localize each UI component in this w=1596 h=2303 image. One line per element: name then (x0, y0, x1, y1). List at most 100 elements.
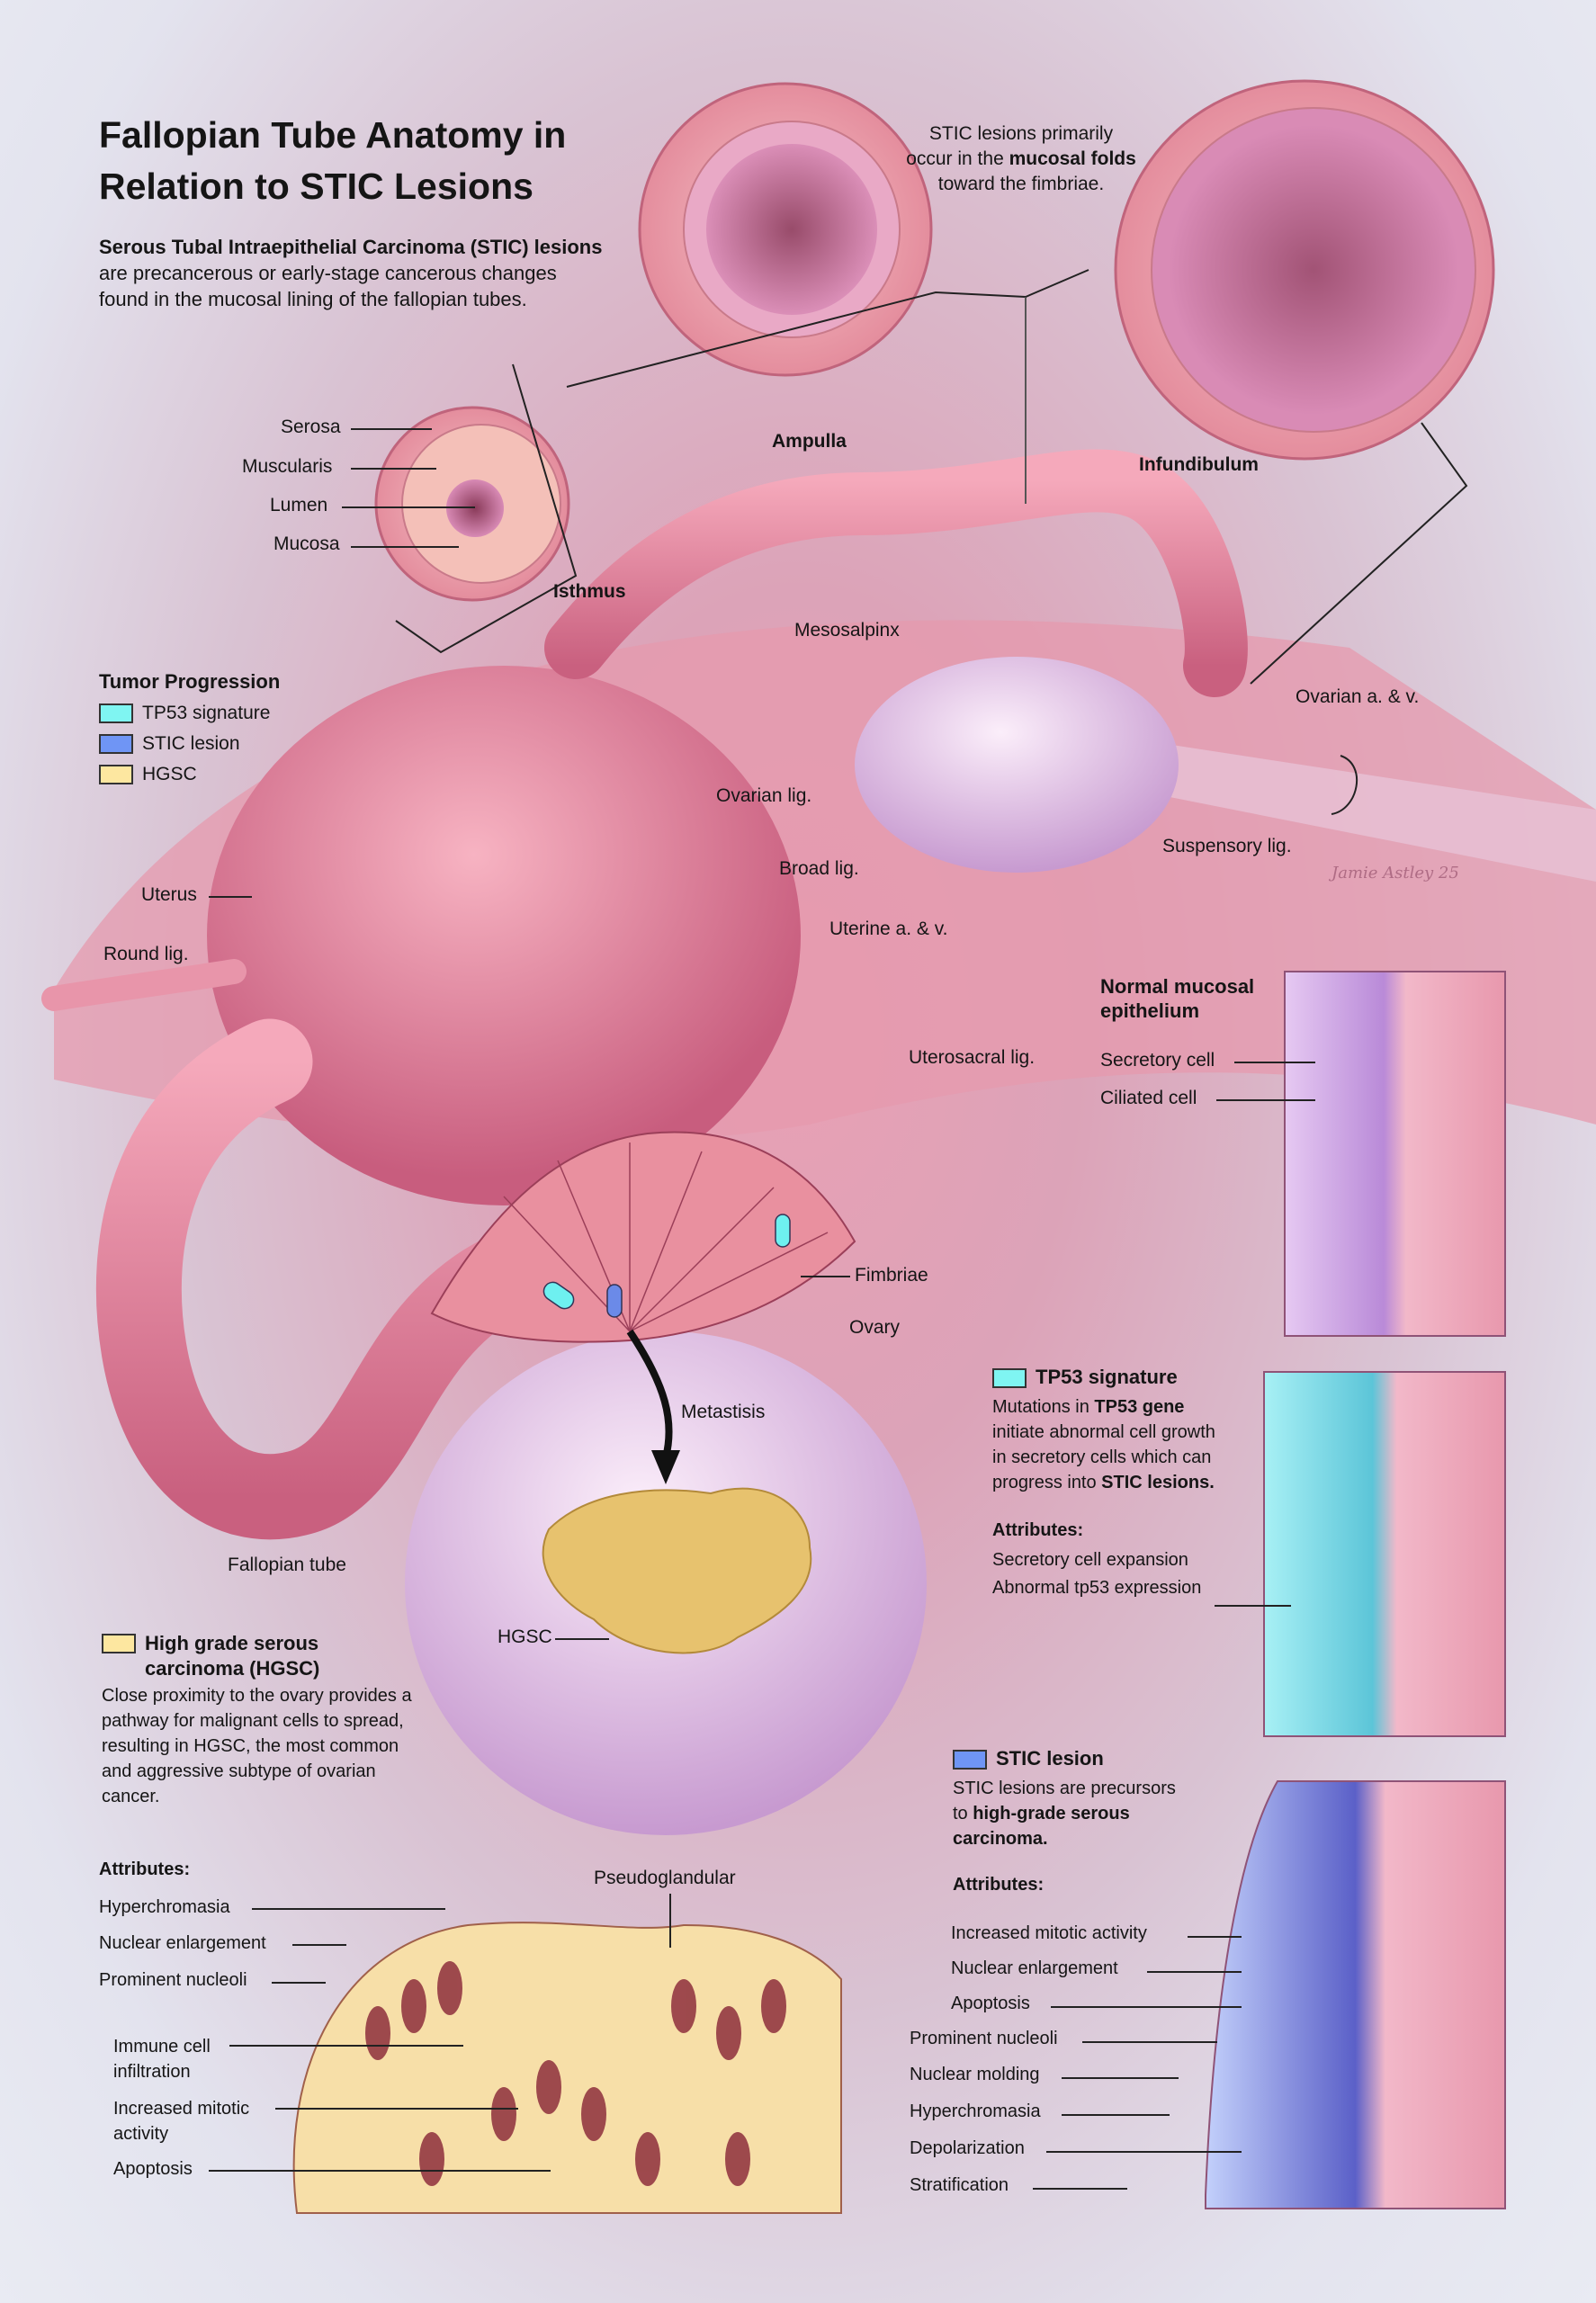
label-metastasis: Metastisis (681, 1402, 766, 1422)
leader-pseudoglandular (669, 1894, 671, 1948)
tp53-attributes-title: Attributes: (992, 1520, 1084, 1540)
legend-label: STIC lesion (142, 733, 240, 754)
leader-fimbriae (801, 1276, 850, 1277)
label-fimbriae: Fimbriae (855, 1265, 928, 1286)
legend-item-tp53: TP53 signature (99, 703, 280, 724)
mucosal-folds-callout: STIC lesions primarily occur in the muco… (904, 121, 1138, 197)
stic-heading-text: STIC lesion (996, 1747, 1104, 1770)
label-uterus: Uterus (141, 884, 197, 905)
leader-secretory-expansion (1215, 1605, 1291, 1607)
leader-stic (1046, 2151, 1242, 2153)
stic-attribute: Apoptosis (951, 1994, 1030, 2013)
label-mesosalpinx: Mesosalpinx (794, 620, 900, 641)
label-ampulla: Ampulla (772, 431, 847, 452)
hgsc-heading-text: High grade serous carcinoma (HGSC) (145, 1632, 320, 1680)
leader-ciliated-cell (1216, 1099, 1315, 1101)
hgsc-panel: High grade serous carcinoma (HGSC) Close… (102, 1631, 426, 1809)
label-fallopian-tube: Fallopian tube (228, 1555, 346, 1575)
legend-label: HGSC (142, 764, 197, 784)
callout-text: STIC lesions primarily occur in the (906, 123, 1114, 169)
label-muscularis: Muscularis (242, 456, 333, 477)
hgsc-attribute: Apoptosis (113, 2159, 193, 2179)
hgsc-attribute: Immune cell infiltration (113, 2037, 211, 2082)
tp53-bold: TP53 gene (1094, 1397, 1185, 1417)
hgsc-attribute: Increased mitotic activity (113, 2099, 250, 2144)
tp53-attribute: Abnormal tp53 expression (992, 1578, 1202, 1598)
legend-item-stic: STIC lesion (99, 733, 280, 755)
leader-hgsc-attr (275, 2108, 518, 2110)
intro-text: Serous Tubal Intraepithelial Carcinoma (… (99, 234, 603, 312)
hgsc-attribute: Hyperchromasia (99, 1897, 230, 1917)
stic-bold: high-grade serous carcinoma. (953, 1804, 1130, 1849)
stic-swatch-icon (953, 1750, 987, 1770)
label-broad-lig: Broad lig. (779, 858, 859, 879)
hgsc-attribute: Nuclear enlargement (99, 1933, 266, 1953)
label-ovarian-lig: Ovarian lig. (716, 785, 812, 806)
tp53-text: initiate abnormal cell growth in secreto… (992, 1422, 1215, 1492)
tp53-bold: STIC lesions. (1101, 1473, 1215, 1492)
page-title: Fallopian Tube Anatomy in Relation to ST… (99, 114, 567, 207)
label-infundibulum: Infundibulum (1139, 454, 1259, 475)
tp53-text: Mutations in (992, 1397, 1095, 1417)
tp53-heading: TP53 signature (992, 1366, 1226, 1389)
leader-stic (1051, 2006, 1242, 2008)
hgsc-swatch-icon (102, 1634, 136, 1653)
leader-hgsc-attr (272, 1982, 326, 1984)
label-ciliated-cell: Ciliated cell (1100, 1088, 1197, 1108)
legend-item-hgsc: HGSC (99, 764, 280, 785)
hgsc-attribute: Prominent nucleoli (99, 1970, 247, 1990)
label-ovary: Ovary (849, 1317, 901, 1338)
hgsc-swatch-icon (99, 765, 133, 785)
label-lumen: Lumen (270, 495, 328, 515)
leader-stic (1082, 2041, 1217, 2043)
label-hgsc: HGSC (498, 1626, 552, 1647)
stic-heading: STIC lesion (953, 1747, 1223, 1770)
leader-stic (1062, 2077, 1179, 2079)
stic-attributes-title: Attributes: (953, 1875, 1045, 1895)
leader-hgsc (555, 1638, 609, 1640)
stic-attribute: Hyperchromasia (910, 2101, 1041, 2121)
label-mucosa: Mucosa (273, 533, 340, 554)
label-pseudoglandular: Pseudoglandular (594, 1868, 736, 1888)
leader-lumen (342, 506, 475, 508)
leader-serosa (351, 428, 432, 430)
label-uterine-av: Uterine a. & v. (829, 919, 948, 939)
stic-swatch-icon (99, 734, 133, 755)
leader-stic (1147, 1971, 1242, 1973)
leader-hgsc-attr (209, 2170, 551, 2172)
leader-uterus (209, 896, 252, 898)
label-ovarian-av: Ovarian a. & v. (1296, 686, 1420, 707)
stic-panel: STIC lesion STIC lesions are precursors … (953, 1747, 1223, 1895)
leader-hgsc-attr (292, 1944, 346, 1946)
tumor-progression-legend: Tumor Progression TP53 signature STIC le… (99, 670, 280, 785)
stic-description: STIC lesions are precursors to high-grad… (953, 1776, 1187, 1851)
stic-attribute: Nuclear enlargement (951, 1958, 1118, 1978)
tp53-panel: TP53 signature Mutations in TP53 gene in… (992, 1366, 1226, 1599)
leader-stic (1188, 1936, 1242, 1938)
leader-muscularis (351, 468, 436, 470)
leader-secretory-cell (1234, 1062, 1315, 1063)
label-serosa: Serosa (281, 417, 341, 437)
stic-attribute: Prominent nucleoli (910, 2029, 1058, 2048)
label-round-lig: Round lig. (103, 944, 189, 964)
hgsc-heading: High grade serous carcinoma (HGSC) (102, 1631, 426, 1681)
label-secretory-cell: Secretory cell (1100, 1050, 1215, 1071)
label-isthmus: Isthmus (553, 581, 626, 602)
stic-attribute: Nuclear molding (910, 2065, 1040, 2084)
intro-rest: are precancerous or early-stage cancerou… (99, 262, 557, 310)
tp53-description: Mutations in TP53 gene initiate abnormal… (992, 1394, 1226, 1495)
leader-hgsc-attr (252, 1908, 445, 1910)
tp53-swatch-icon (992, 1368, 1027, 1389)
stic-text: STIC lesions are precursors to (953, 1779, 1176, 1824)
stic-attribute: Depolarization (910, 2138, 1025, 2158)
legend-label: TP53 signature (142, 703, 271, 723)
hgsc-description: Close proximity to the ovary provides a … (102, 1686, 412, 1806)
label-uterosacral-lig: Uterosacral lig. (909, 1047, 1036, 1068)
stic-attribute: Stratification (910, 2175, 1009, 2195)
stic-attribute: Increased mitotic activity (951, 1923, 1147, 1943)
artist-signature: Jamie Astley 25 (1331, 864, 1459, 883)
tp53-swatch-icon (99, 703, 133, 724)
legend-title: Tumor Progression (99, 670, 281, 693)
leader-hgsc-attr (229, 2045, 463, 2047)
